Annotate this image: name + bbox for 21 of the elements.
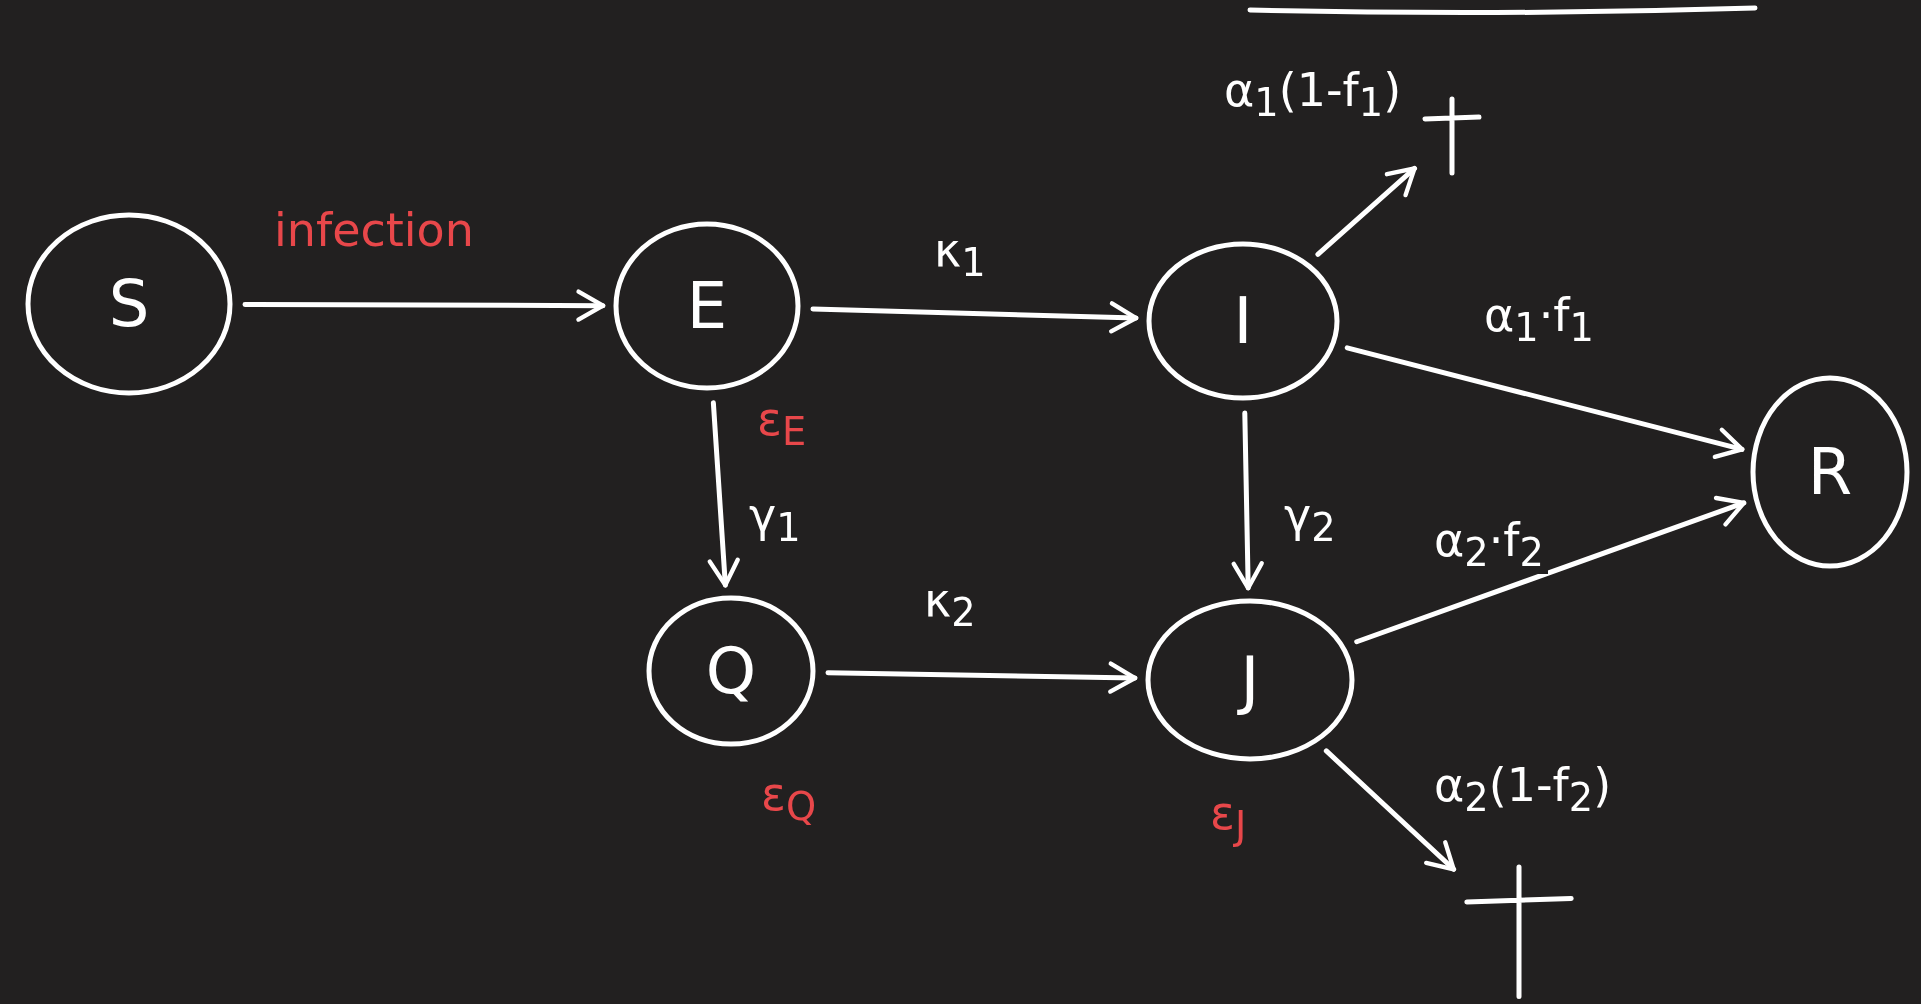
arrow [1323,748,1457,872]
compartment-circle [1750,375,1910,569]
compartment-letter: E [685,274,729,338]
compartment-circle [25,212,233,396]
compartment-letter: S [107,272,151,336]
epsilon-label: ε$_{J}$ [1210,790,1247,846]
arrow [707,400,740,588]
compartment-letter: I [1232,289,1254,353]
arrow [1344,345,1745,459]
epsilon-label: ε$_{E}$ [757,396,807,452]
arrow [242,289,606,322]
arrow [810,301,1139,334]
arrow [825,661,1138,694]
arrow [1354,495,1747,645]
compartment-circle [1146,241,1340,401]
compartment-letter: R [1806,440,1854,504]
compartment-letter: Q [704,639,758,703]
epsilon-label: ε$_{Q}$ [761,771,817,827]
death-cross [1422,95,1482,175]
arrow [1315,165,1418,257]
arrow [1231,410,1264,591]
